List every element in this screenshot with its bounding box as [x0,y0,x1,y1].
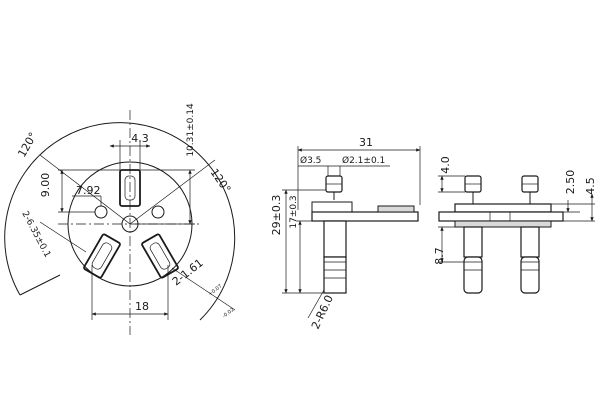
dim-10-31: 10.31±0.14 [186,103,196,157]
body-step [377,205,415,213]
body-plate [311,211,419,222]
front-view: 4.3 10.31±0.14 9.00 7.92 120° 120° 2-6.3… [4,103,236,335]
dim-17: 17±0.3 [289,195,299,228]
angle-left: 120° [15,130,40,159]
end-body-plate [438,211,564,222]
dim-4-5: 4.5 [584,177,597,195]
right-pin [141,233,179,279]
dim-dia-2-1: Ø2.1±0.1 [342,155,385,166]
earth-pin-outer [119,169,141,207]
dim-9-00: 9.00 [39,173,52,198]
dim-6-35: 2-6.35±0.1 [19,210,52,260]
dim-dia-3-5: Ø3.5 [300,155,321,166]
plug-outline-arc [4,122,236,321]
pin-shaft-lower [323,256,347,294]
end-view: 4.0 2.50 4.5 8.7 [433,156,597,294]
plug-outline-flat [19,274,61,296]
angle-line-right [129,159,216,225]
earth-pin-inner [124,175,136,201]
dim-8-7: 8.7 [433,247,446,265]
left-pin-shaft-lower [463,256,483,294]
left-pin-shaft-upper [463,226,483,258]
dim-4-3: 4.3 [131,132,149,145]
small-hole-left [94,205,108,219]
side-view: 31 Ø3.5 Ø2.1±0.1 29±0.3 17±0.3 2-R6.0 [270,136,421,331]
angle-line-left [39,154,131,225]
dim-18: 18 [135,300,149,313]
dim-31: 31 [359,136,373,149]
pin-shaft-upper [323,220,347,258]
dim-29: 29±0.3 [270,195,283,236]
angle-right: 120° [208,166,234,195]
dim-4-0: 4.0 [439,156,452,174]
right-pin-shaft-lower [520,256,540,294]
right-pin-shaft-upper [520,226,540,258]
left-pin [83,233,121,279]
end-body-bottom [454,220,552,228]
small-hole-right [151,205,165,219]
dim-2-50: 2.50 [564,170,577,195]
dim-7-92: 7.92 [76,184,101,197]
dim-1-61-tol-upper: +0.07 [208,283,224,297]
end-body-top [454,203,552,213]
dim-radius: 2-R6.0 [309,293,336,331]
